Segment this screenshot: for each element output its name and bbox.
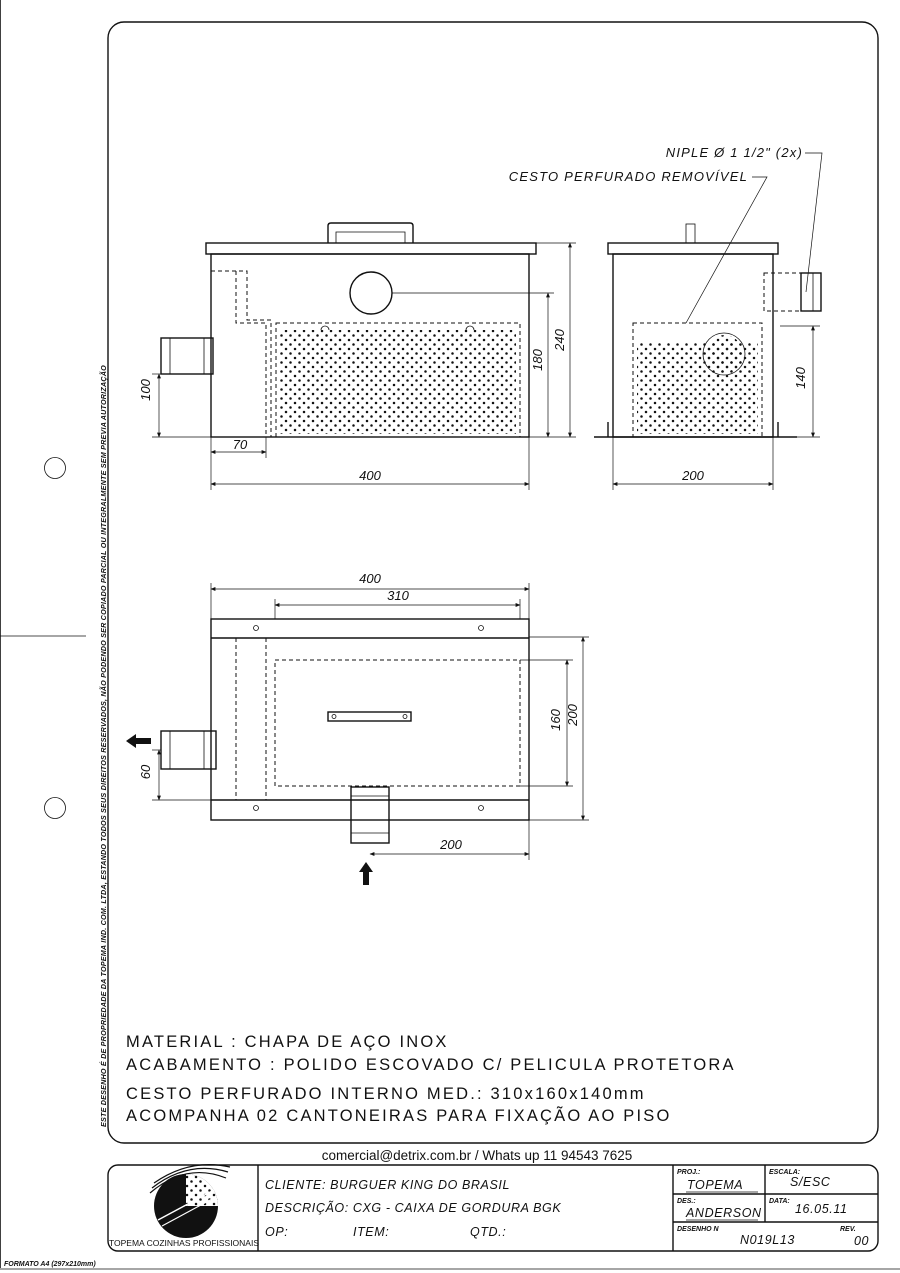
dim-front-width: 400 [359,468,381,483]
tb-desenho-value: N019L13 [740,1233,795,1247]
inlet-flow-arrow [359,862,373,885]
tb-escala-label: ESCALA: [769,1169,800,1176]
svg-text:NIPLE Ø 1 1/2" (2x): NIPLE Ø 1 1/2" (2x) [666,145,803,160]
punch-hole-bottom [44,797,66,819]
note-cantoneiras: ACOMPANHA 02 CANTONEIRAS PARA FIXAÇÃO AO… [126,1105,672,1125]
company-name: TOPEMA COZINHAS PROFISSIONAIS [109,1238,259,1248]
callout-cesto: CESTO PERFURADO REMOVÍVEL [509,169,768,324]
side-view: 200 140 [594,223,822,490]
title-block: TOPEMA COZINHAS PROFISSIONAIS CLIENTE: B… [107,1164,879,1252]
dim-front-inlet-height: 100 [138,378,153,400]
tb-rev-label: REV. [840,1226,856,1233]
tb-descricao: DESCRIÇÃO: CXG - CAIXA DE GORDURA BGK [265,1201,561,1215]
material-notes: MATERIAL : CHAPA DE AÇO INOX ACABAMENTO … [126,1033,736,1125]
dim-side-width: 200 [681,468,704,483]
topema-logo [149,1164,231,1238]
note-acabamento: ACABAMENTO : POLIDO ESCOVADO C/ PELICULA… [126,1056,736,1074]
tb-des-label: DES.: [677,1198,696,1205]
dim-top-width-total: 400 [359,571,381,586]
tb-proj-label: PROJ.: [677,1169,700,1176]
dim-front-height-basket: 180 [530,348,545,370]
dim-top-width-basket: 310 [387,588,409,603]
tb-qtd: QTD.: [470,1225,506,1239]
dim-front-partition: 70 [233,437,248,452]
svg-text:CESTO PERFURADO REMOVÍVEL: CESTO PERFURADO REMOVÍVEL [509,169,748,184]
tb-data-value: 16.05.11 [795,1202,848,1216]
tb-item: ITEM: [353,1225,389,1239]
tb-data-label: DATA: [769,1198,790,1205]
tb-escala-value: S/ESC [790,1175,831,1189]
tb-rev-value: 00 [854,1234,869,1248]
format-label: FORMATO A4 (297x210mm) [4,1261,96,1268]
note-cesto: CESTO PERFURADO INTERNO MED.: 310x160x14… [126,1085,646,1103]
dim-top-depth-total: 200 [565,703,580,726]
front-view: 100 70 400 180 240 [138,222,576,490]
dim-side-outlet-height: 140 [793,366,808,388]
dim-top-inlet-offset: 200 [439,837,462,852]
outlet-flow-arrow [126,734,151,748]
dim-top-outlet-offset: 60 [138,764,153,779]
dim-top-depth-basket: 160 [548,708,563,730]
dim-front-height-total: 240 [552,328,567,351]
tb-cliente: CLIENTE: BURGUER KING DO BRASIL [265,1178,510,1192]
tb-des-value: ANDERSON [685,1206,762,1220]
contact-line: comercial@detrix.com.br / Whats up 11 94… [322,1148,633,1163]
note-material: MATERIAL : CHAPA DE AÇO INOX [126,1033,449,1051]
callout-niple: NIPLE Ø 1 1/2" (2x) [666,145,823,293]
tb-proj-value: TOPEMA [687,1178,743,1192]
tb-desenho-label: DESENHO N [677,1226,720,1233]
tb-op: OP: [265,1225,288,1239]
top-view: 400 310 160 200 60 200 [126,571,589,885]
punch-hole-top [44,457,66,479]
side-notice: ESTE DESENHO É DE PROPRIEDADE DA TOPEMA … [99,365,108,1127]
perforated-basket-front [280,330,516,434]
